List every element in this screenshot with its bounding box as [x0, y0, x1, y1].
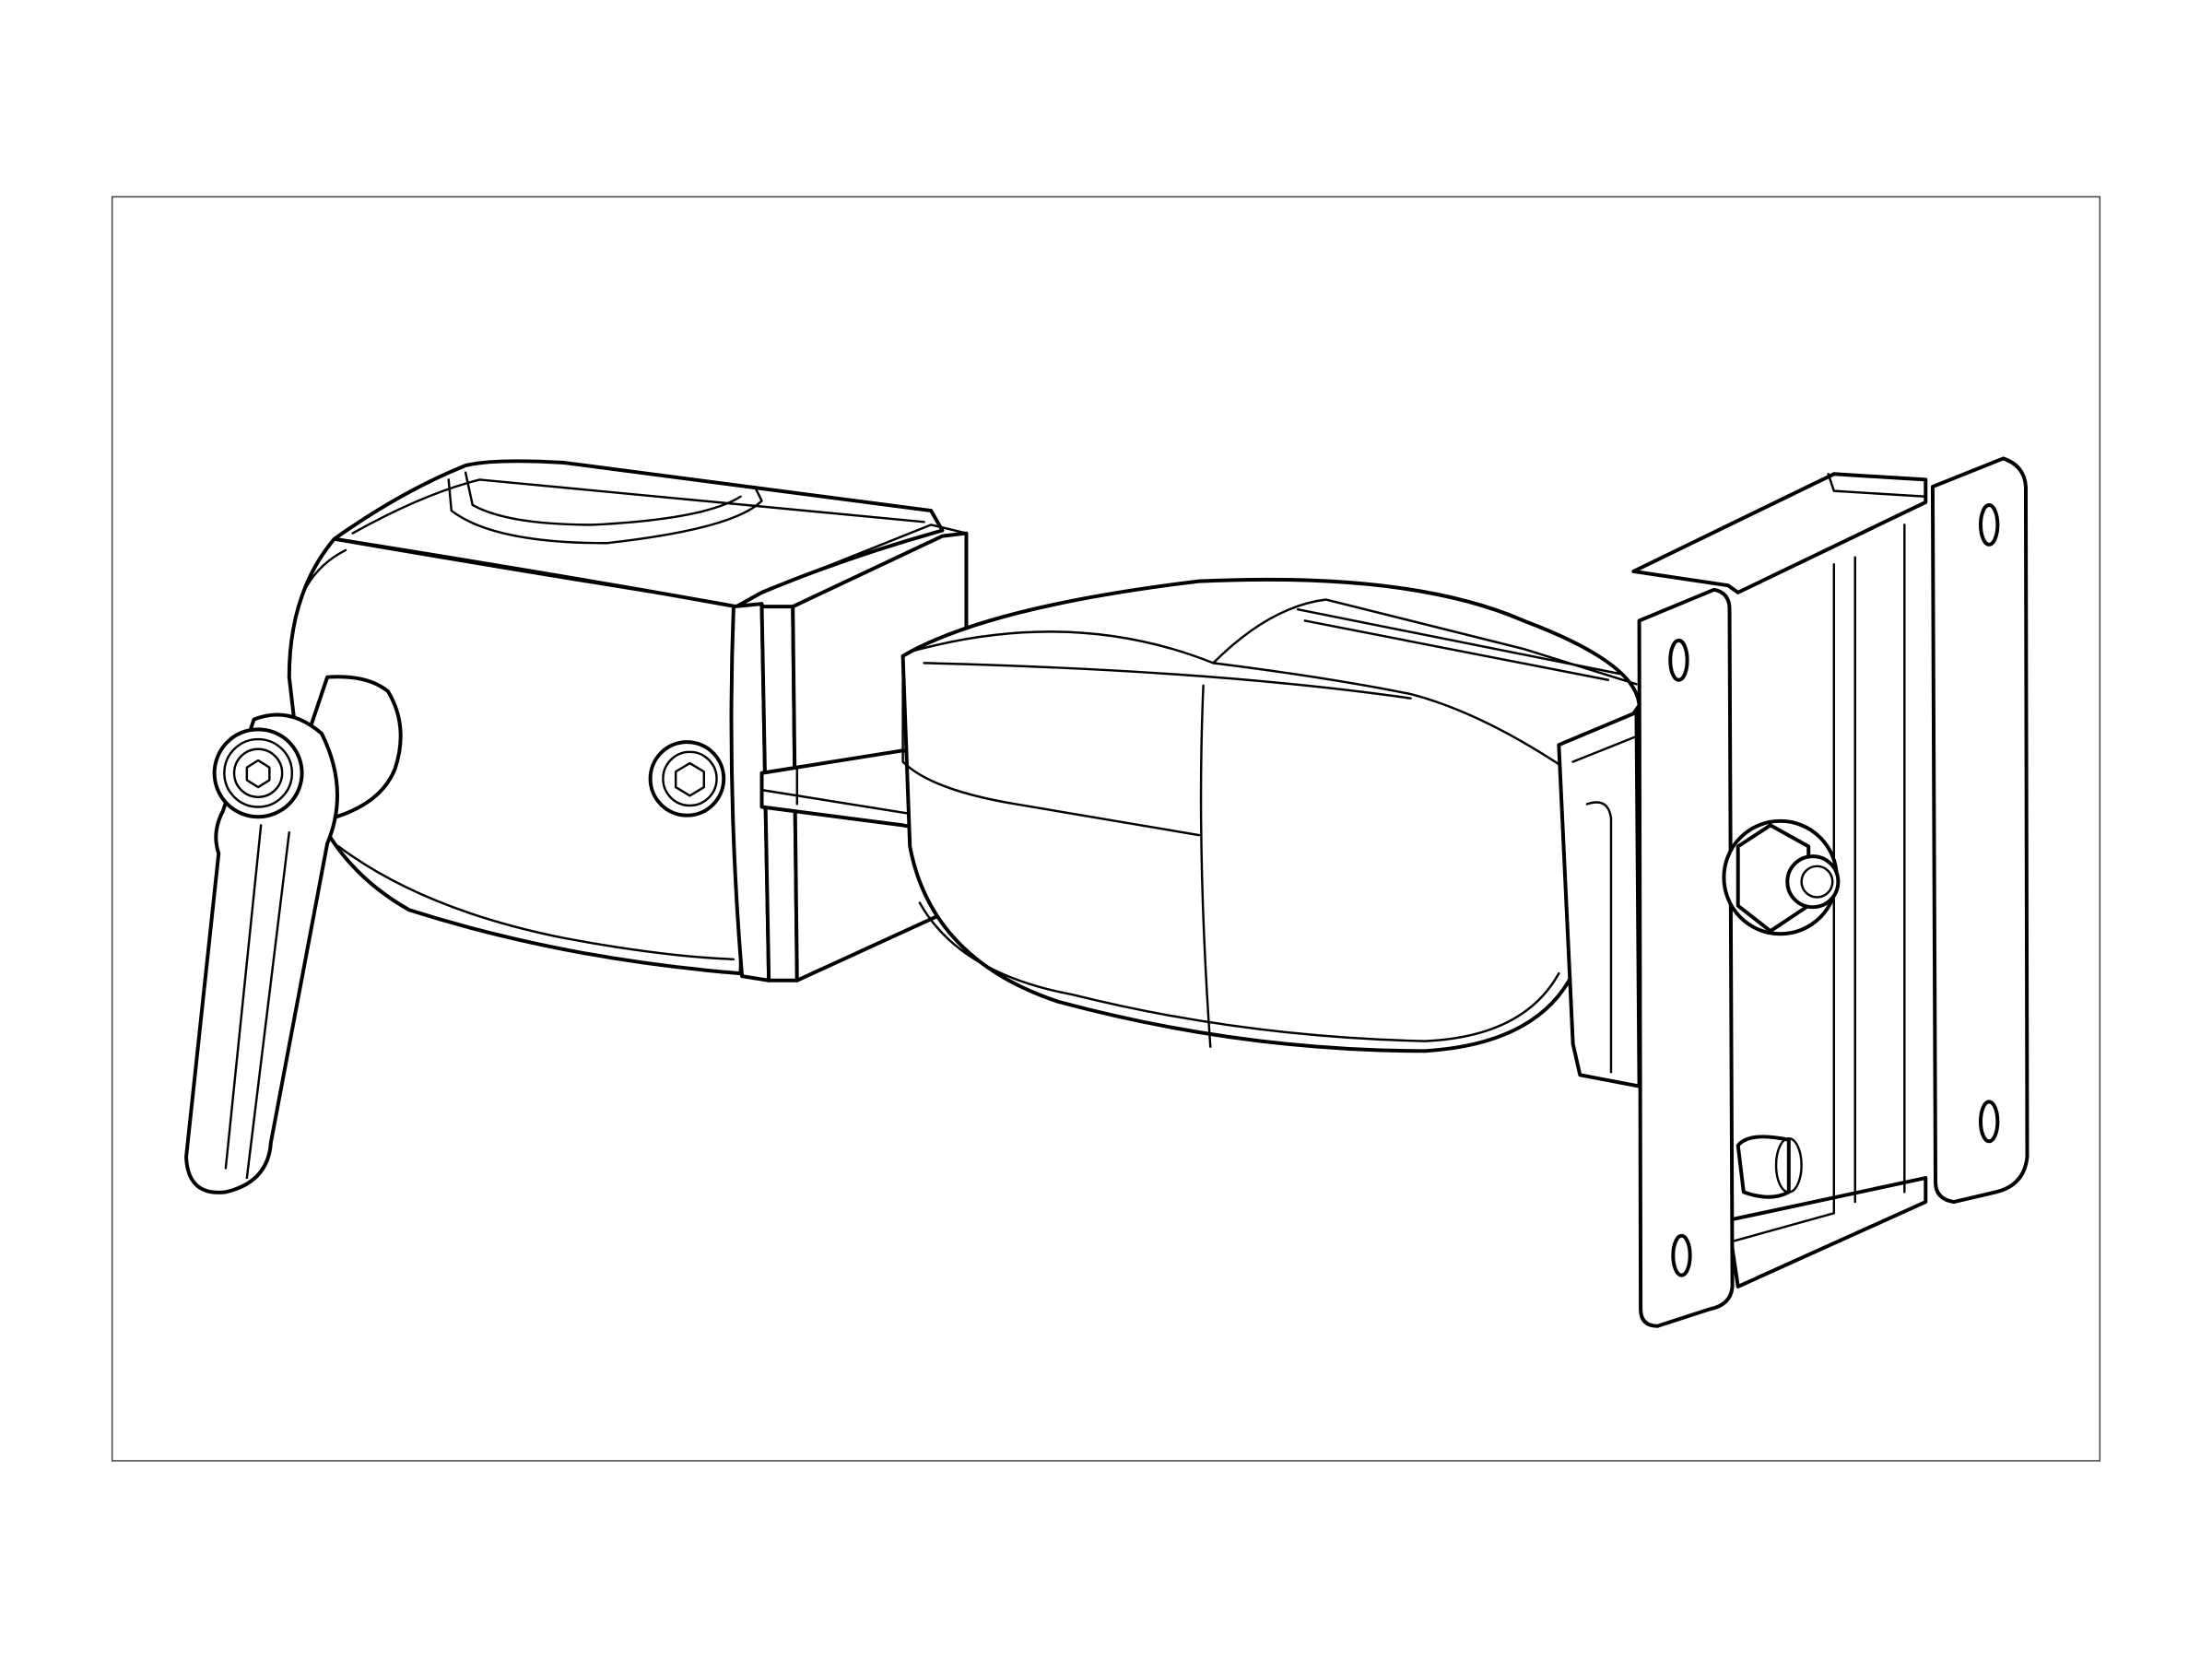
hex-nut-icon: [1722, 818, 1841, 936]
clamp-lever: [184, 675, 403, 1194]
drawing-frame: [111, 195, 2101, 1462]
middle-housing: [900, 577, 1641, 1053]
pin-icon: [1735, 1135, 1803, 1199]
hex-socket-icon: [245, 759, 271, 789]
tilt-bracket: [1557, 456, 2030, 1328]
hex-bolt-icon: [648, 740, 726, 818]
front-mounting-plate: [1637, 587, 1735, 1328]
back-mounting-plate: [1930, 456, 2030, 1205]
